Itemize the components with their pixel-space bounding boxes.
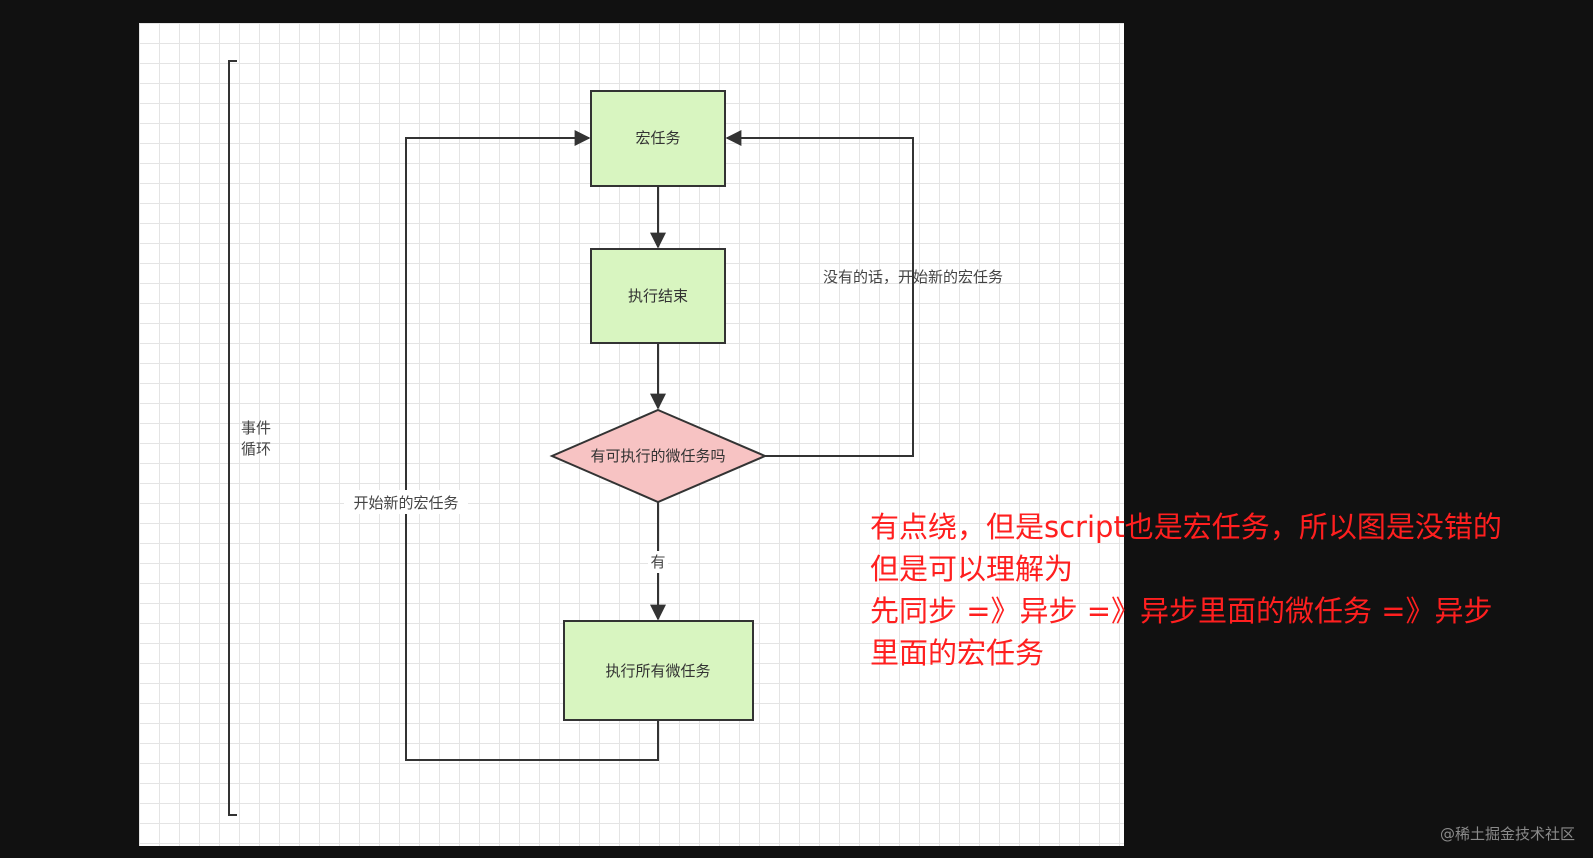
watermark: @稀土掘金技术社区 xyxy=(1439,825,1575,843)
macro-task-label: 宏任务 xyxy=(635,129,680,147)
yes-branch-label: 有 xyxy=(650,553,665,571)
edge-no-branch xyxy=(725,130,914,457)
edge-restart-loop xyxy=(405,130,659,761)
event-loop-label-line1: 事件 xyxy=(241,419,271,437)
event-loop-label-line2: 循环 xyxy=(241,440,271,458)
exec-all-micro-node xyxy=(563,620,754,721)
yes-label-bg xyxy=(648,551,668,573)
has-micro-decision-label: 有可执行的微任务吗 xyxy=(590,447,725,465)
note-line-2: 但是可以理解为 xyxy=(870,552,1074,586)
note-line-1: 有点绕，但是script也是宏任务，所以图是没错的 xyxy=(870,510,1502,544)
restart-label-bg xyxy=(344,490,468,514)
exec-end-label: 执行结束 xyxy=(628,287,688,305)
exec-end-node xyxy=(590,248,726,344)
annotation-note: 有点绕，但是script也是宏任务，所以图是没错的 但是可以理解为 先同步 =》… xyxy=(870,506,1590,674)
no-branch-label: 没有的话，开始新的宏任务 xyxy=(823,268,1003,286)
exec-all-micro-label: 执行所有微任务 xyxy=(605,662,710,680)
note-line-4: 里面的宏任务 xyxy=(870,636,1045,670)
event-loop-bracket xyxy=(228,60,237,816)
note-line-3: 先同步 =》异步 =》异步里面的微任务 =》异步 xyxy=(870,594,1493,628)
restart-label: 开始新的宏任务 xyxy=(353,494,458,512)
